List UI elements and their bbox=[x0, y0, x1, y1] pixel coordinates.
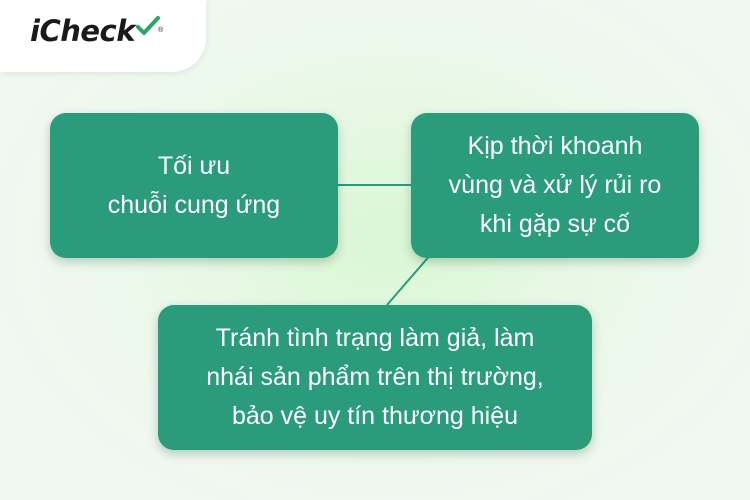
node-1-line-1: Tối ưu bbox=[157, 151, 231, 180]
node-3-line-3: bảo vệ uy tín thương hiệu bbox=[231, 402, 519, 430]
node-1-line-2: chuỗi cung ứng bbox=[107, 190, 281, 219]
node-risk-response: Kịp thời khoanh vùng và xử lý rủi ro khi… bbox=[411, 113, 699, 258]
brand-logo-text: iCheck bbox=[30, 14, 136, 48]
logo-tab: iCheck ® bbox=[0, 0, 206, 72]
check-mark-icon bbox=[136, 16, 160, 35]
node-3-line-2: nhái sản phẩm trên thị trường, bbox=[206, 363, 544, 391]
edge-node2-node3 bbox=[386, 252, 433, 306]
node-optimize-supply-chain: Tối ưu chuỗi cung ứng bbox=[50, 113, 338, 258]
node-2-line-3: khi gặp sự cố bbox=[479, 210, 631, 238]
node-3-line-1: Tránh tình trạng làm giả, làm bbox=[215, 324, 535, 352]
registered-mark: ® bbox=[158, 27, 164, 34]
node-2-line-1: Kịp thời khoanh bbox=[467, 132, 643, 160]
node-anti-counterfeit: Tránh tình trạng làm giả, làm nhái sản p… bbox=[158, 305, 592, 450]
node-2-line-2: vùng và xử lý rủi ro bbox=[448, 171, 662, 199]
